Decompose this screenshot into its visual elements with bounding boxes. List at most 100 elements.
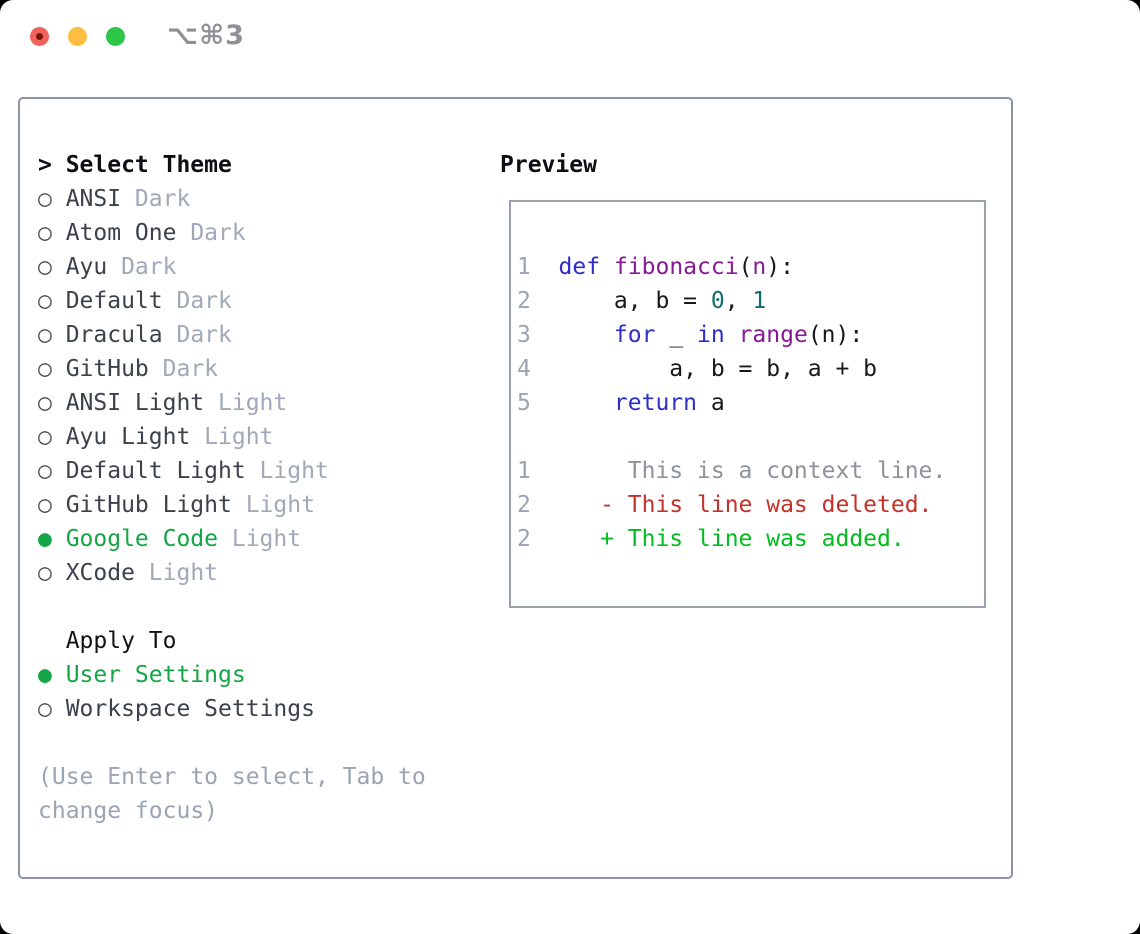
- code-token: - This line was deleted.: [558, 492, 933, 518]
- select-theme-header: >Select Theme: [38, 148, 426, 182]
- code-token: 0: [710, 288, 725, 314]
- code-token: ,: [724, 288, 753, 314]
- radio-unselected-icon: ○: [38, 458, 52, 484]
- code-token: (n):: [807, 322, 864, 348]
- item-variant-label: Dark: [162, 356, 219, 382]
- titlebar: ⌥⌘3: [0, 0, 1140, 60]
- radio-unselected-icon: ○: [38, 390, 52, 416]
- code-content: - This line was deleted.: [558, 492, 933, 518]
- radio-selected-icon: ●: [38, 662, 52, 688]
- code-line: [517, 420, 984, 454]
- code-token: [600, 254, 614, 280]
- code-content: for _ in range(n):: [559, 322, 864, 348]
- item-variant-label: Light: [204, 424, 274, 450]
- traffic-lights: [30, 27, 125, 46]
- code-content: a, b = 0, 1: [558, 288, 767, 314]
- theme-item[interactable]: ○ ANSI Dark: [38, 182, 426, 216]
- code-content: + This line was added.: [559, 526, 905, 552]
- line-number: 1: [517, 458, 531, 484]
- radio-unselected-icon: ○: [38, 696, 52, 722]
- focus-prompt-icon: >: [38, 152, 52, 178]
- radio-unselected-icon: ○: [38, 220, 52, 246]
- help-text-line1: (Use Enter to select, Tab to: [38, 764, 426, 790]
- radio-unselected-icon: ○: [38, 254, 52, 280]
- radio-unselected-icon: ○: [38, 322, 52, 348]
- item-variant-label: Light: [218, 390, 288, 416]
- item-variant-label: Dark: [176, 322, 232, 348]
- item-label: Ayu Light: [65, 424, 191, 450]
- line-number: 5: [517, 390, 531, 416]
- spacer: [38, 590, 426, 624]
- help-text-line2: change focus): [38, 798, 219, 824]
- radio-unselected-icon: ○: [38, 288, 52, 314]
- line-number: 2: [517, 492, 531, 518]
- minimize-button[interactable]: [68, 27, 87, 46]
- item-label: GitHub Light: [65, 492, 232, 518]
- line-number: 1: [517, 254, 531, 280]
- theme-item[interactable]: ○ Ayu Light Light: [38, 420, 426, 454]
- code-line: 4 a, b = b, a + b: [517, 352, 984, 386]
- apply-to-list: ● User Settings ○ Workspace Settings: [38, 658, 426, 726]
- code-token: in: [697, 322, 725, 348]
- code-line: 1 This is a context line.: [517, 454, 984, 488]
- code-content: return a: [559, 390, 725, 416]
- radio-unselected-icon: ○: [38, 424, 52, 450]
- code-token: fibonacci: [613, 254, 739, 280]
- code-token: [559, 390, 614, 416]
- line-number: 2: [517, 288, 531, 314]
- code-line: 2 + This line was added.: [517, 522, 984, 556]
- code-token: [559, 322, 614, 348]
- theme-item[interactable]: ○ GitHub Light Light: [38, 488, 426, 522]
- code-token: 1: [752, 288, 767, 314]
- code-line: 5 return a: [517, 386, 984, 420]
- item-label: ANSI: [65, 186, 122, 212]
- close-button[interactable]: [30, 27, 49, 46]
- apply-to-item[interactable]: ● User Settings: [38, 658, 426, 692]
- line-number: 3: [517, 322, 531, 348]
- theme-item[interactable]: ○ Dracula Dark: [38, 318, 426, 352]
- code-line: 2 a, b = 0, 1: [517, 284, 984, 318]
- item-label: Dracula: [65, 322, 163, 348]
- item-label: Default: [65, 288, 163, 314]
- code-token: a, b =: [558, 288, 711, 314]
- item-variant-label: Dark: [134, 186, 191, 212]
- code-token: return: [613, 390, 698, 416]
- item-variant-label: Light: [148, 560, 219, 586]
- theme-item[interactable]: ○ XCode Light: [38, 556, 426, 590]
- radio-unselected-icon: ○: [38, 186, 52, 212]
- code-line: 3 for _ in range(n):: [517, 318, 984, 352]
- item-variant-label: Light: [245, 492, 315, 518]
- item-label: User Settings: [65, 662, 246, 688]
- code-token: ):: [766, 254, 794, 280]
- item-variant-label: Light: [259, 458, 329, 484]
- window-title: ⌥⌘3: [167, 20, 245, 51]
- radio-unselected-icon: ○: [38, 560, 52, 586]
- code-content: This is a context line.: [559, 458, 947, 484]
- code-token: (: [738, 254, 753, 280]
- radio-unselected-icon: ○: [38, 356, 52, 382]
- code-token: def: [558, 254, 601, 280]
- zoom-button[interactable]: [106, 27, 125, 46]
- item-label: Google Code: [65, 526, 219, 552]
- item-variant-label: Light: [231, 526, 302, 552]
- item-label: XCode: [65, 560, 135, 586]
- radio-unselected-icon: ○: [38, 492, 52, 518]
- code-content: def fibonacci(n):: [559, 254, 794, 280]
- item-label: Workspace Settings: [65, 696, 315, 722]
- apply-to-item[interactable]: ○ Workspace Settings: [38, 692, 426, 726]
- spacer: [38, 726, 426, 760]
- apply-to-header: Apply To: [65, 628, 177, 654]
- code-token: range: [738, 322, 808, 348]
